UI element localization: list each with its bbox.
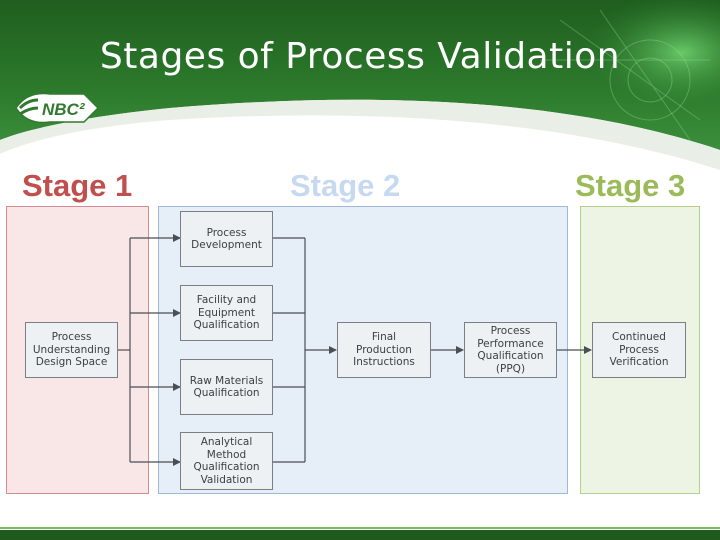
stage-3-label: Stage 3 (575, 168, 686, 203)
footer-bar (0, 530, 720, 540)
process-development-box: Process Development (180, 211, 273, 267)
process-understanding-box: Process Understanding Design Space (25, 322, 118, 378)
raw-materials-box: Raw Materials Qualification (180, 359, 273, 415)
final-production-box: Final Production Instructions (337, 322, 431, 378)
nbc2-logo: NBC² (15, 92, 100, 124)
stage-2-label: Stage 2 (290, 168, 401, 203)
header-banner (0, 0, 720, 170)
slide-title: Stages of Process Validation (99, 36, 621, 77)
ppq-box: Process Performance Qualification (PPQ) (464, 322, 557, 378)
analytical-method-box: Analytical Method Qualification Validati… (180, 432, 273, 490)
continued-verification-box: Continued Process Verification (592, 322, 686, 378)
svg-text:NBC²: NBC² (42, 100, 86, 119)
stage-1-label: Stage 1 (22, 168, 133, 203)
facility-equipment-box: Facility and Equipment Qualification (180, 285, 273, 341)
footer-accent-line (0, 527, 720, 529)
